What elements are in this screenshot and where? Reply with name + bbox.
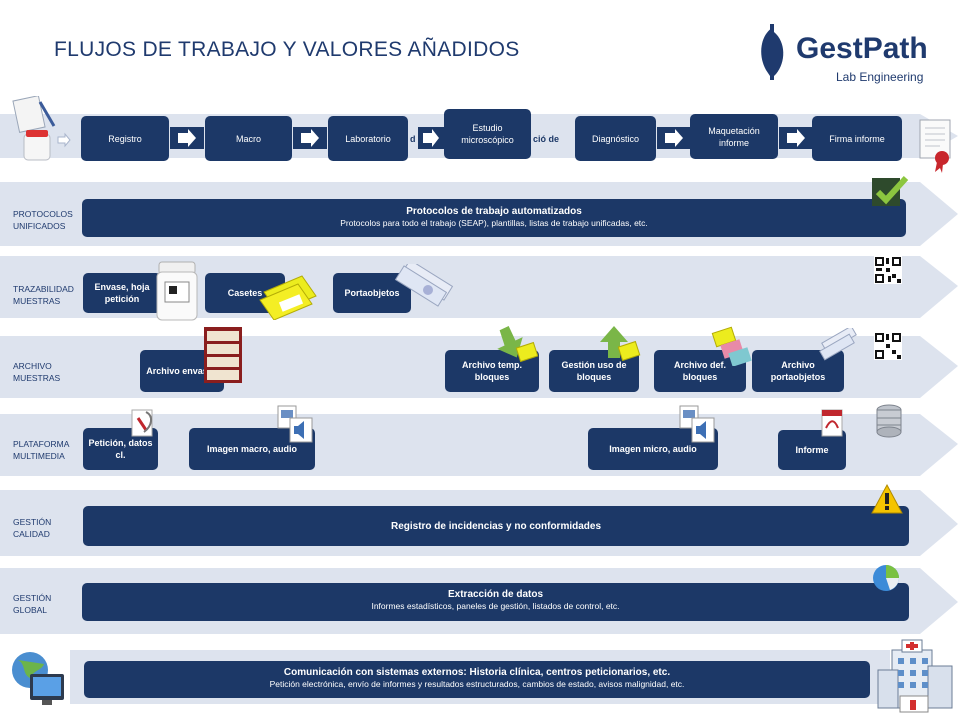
traza-envase[interactable]: Envase, hoja petición [83,273,161,313]
step-registro[interactable]: Registro [81,116,169,161]
flow-arrow-3 [418,125,444,151]
logo-wordmark: GestPath [796,32,928,65]
protocolos-subtitle: Protocolos para todo el trabajo (SEAP), … [340,218,648,228]
gestpath-logo: GestPath Lab Engineering [752,22,932,88]
page-title: FLUJOS DE TRABAJO Y VALORES AÑADIDOS [54,38,520,61]
image-audio-icon [277,405,313,443]
small-arrow-icon [57,132,71,148]
step-estudio-microscopico[interactable]: Estudio microscópico [444,109,531,159]
slides-icon [394,264,454,307]
protocolos-title: Protocolos de trabajo automatizados [406,206,582,217]
step-partial-text-2: ció de [533,134,560,144]
globe-computer-icon [12,652,64,705]
slides-stack-icon [819,328,857,361]
multimedia-informe[interactable]: Informe [778,430,846,470]
logo-mark-icon [761,24,784,80]
row-label-calidad: GESTIÓN CALIDAD [13,517,52,539]
colored-cassettes-icon [711,326,752,366]
row-label-trazabilidad: TRAZABILIDAD MUESTRAS [13,284,74,306]
calidad-title: Registro de incidencias y no conformidad… [390,520,602,532]
step-macro[interactable]: Macro [205,116,292,161]
image-audio-icon-2 [679,405,715,443]
signed-report-icon [919,119,951,173]
step-partial-text-1: d [410,134,416,144]
global-title: Extracción de datos [447,589,544,600]
pie-chart-icon [873,565,899,591]
logo-subtitle: Lab Engineering [836,70,924,84]
row-label-global: GESTIÓN GLOBAL [13,593,52,615]
row-label-archivo: ARCHIVO MUESTRAS [13,361,61,383]
comunicacion-subtitle: Petición electrónica, envío de informes … [269,679,685,689]
checklist-icon [872,175,909,206]
global-subtitle: Informes estadísticos, paneles de gestió… [371,601,620,611]
flow-arrow-2 [293,125,327,151]
database-icon [876,404,902,438]
protocolos-box[interactable]: Protocolos de trabajo automatizados Prot… [82,199,906,237]
arrow-down-cassette-icon [497,325,539,363]
cassettes-icon [259,275,317,320]
hospital-icon [877,639,953,713]
documents-jar-icon [12,96,56,161]
specimen-jar-icon [156,261,198,321]
qr-code-icon-2 [874,332,902,360]
shelving-icon [204,327,242,383]
step-laboratorio[interactable]: Laboratorio [328,116,408,161]
pdf-attachment-icon [131,409,153,437]
calidad-box[interactable]: Registro de incidencias y no conformidad… [83,506,909,546]
global-box[interactable]: Extracción de datos Informes estadístico… [82,583,909,621]
row-label-protocolos: PROTOCOLOS UNIFICADOS [13,209,73,231]
qr-code-icon [874,256,902,284]
row-label-multimedia: PLATAFORMA MULTIMEDIA [13,439,69,461]
flow-arrow-5 [779,125,813,151]
step-maquetacion-informe[interactable]: Maquetación informe [690,114,778,159]
flow-arrow-1 [170,125,204,151]
step-diagnostico[interactable]: Diagnóstico [575,116,656,161]
flow-arrow-4 [657,125,691,151]
step-firma-informe[interactable]: Firma informe [812,116,902,161]
comunicacion-title: Comunicación con sistemas externos: Hist… [283,667,671,678]
pdf-icon [821,409,843,437]
comunicacion-box[interactable]: Comunicación con sistemas externos: Hist… [84,661,870,698]
warning-icon [871,483,903,514]
arrow-up-cassette-icon [600,326,641,362]
